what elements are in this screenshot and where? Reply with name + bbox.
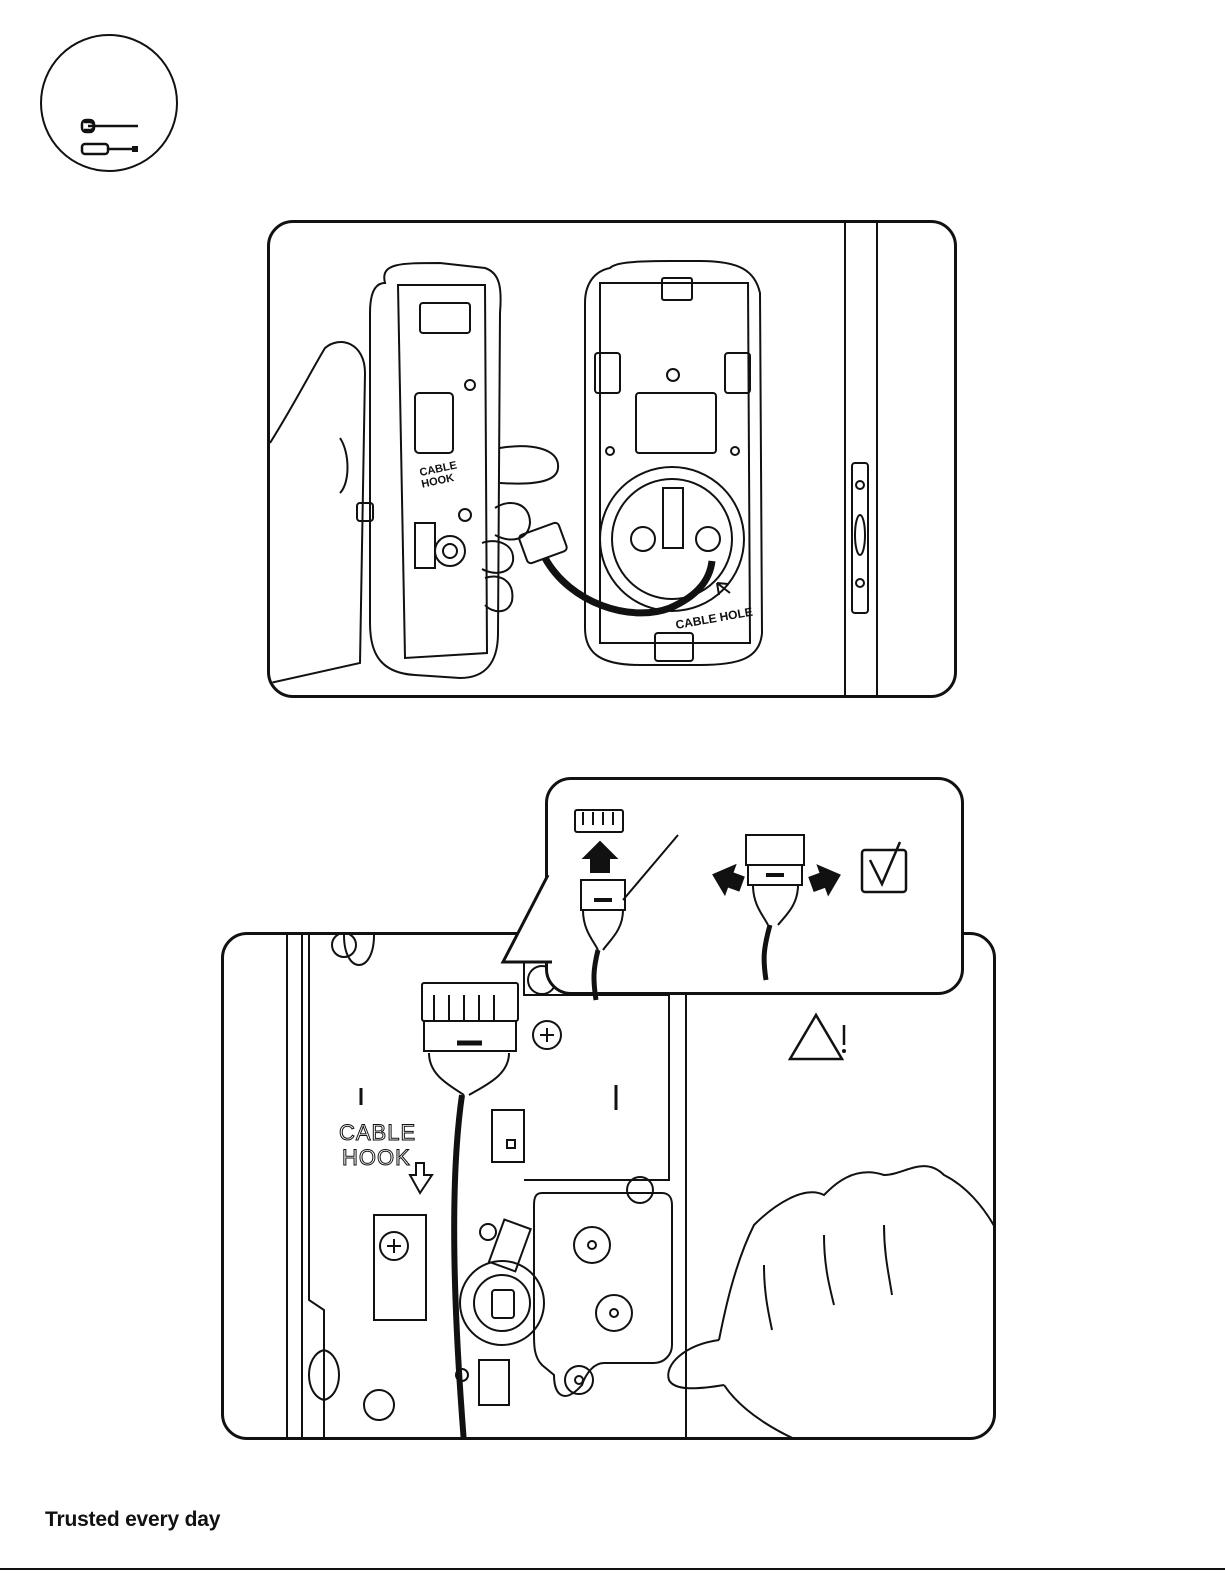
tools-badge	[40, 34, 178, 172]
figure-connect-cable-detail: CABLE HOOK	[221, 932, 996, 1440]
callout-illustration	[548, 780, 967, 998]
figure1-illustration: CABLE HOOK CABLE HOLE	[270, 223, 957, 698]
figure2-illustration: CABLE HOOK	[224, 935, 996, 1440]
warning-triangle-icon	[790, 1015, 842, 1059]
cable-hook-label-line2: HOOK	[342, 1145, 411, 1170]
wrench-screwdriver-icon	[40, 34, 178, 172]
footer-tagline: Trusted every day	[45, 1508, 220, 1532]
bottom-rule	[0, 1568, 1225, 1587]
cable-hook-label-line1: CABLE	[339, 1120, 416, 1145]
checkbox-checked-icon	[862, 850, 906, 892]
connector-callout	[545, 777, 964, 995]
figure-remove-interior-assembly: CABLE HOOK CABLE HOLE	[267, 220, 957, 698]
